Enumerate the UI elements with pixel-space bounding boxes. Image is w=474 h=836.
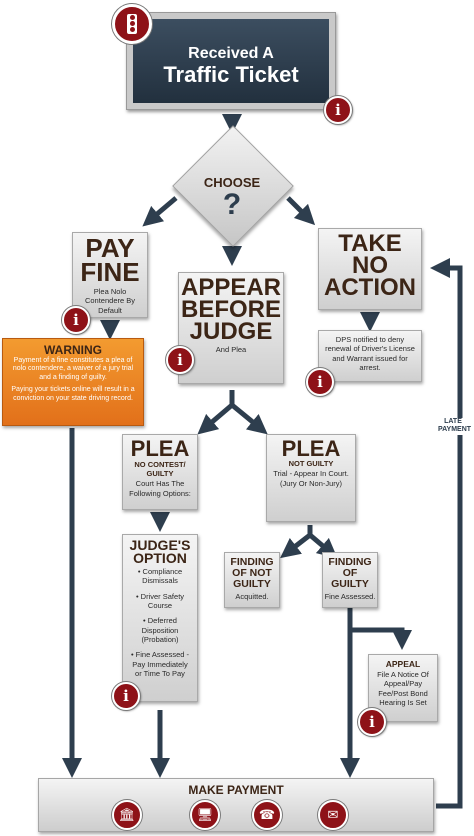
warning-title: WARNING	[44, 343, 102, 357]
appeal-desc: File A Notice Of Appeal/Pay Fee/Post Bon…	[377, 670, 429, 708]
mail-icon[interactable]: ✉	[318, 800, 348, 830]
appear-title-3: JUDGE	[189, 318, 273, 346]
plea-no-contest-box: PLEA NO CONTEST/ GUILTY Court Has The Fo…	[122, 434, 198, 510]
dps-box: DPS notified to deny renewal of Driver's…	[318, 330, 422, 382]
pay-fine-box: PAY FINE Plea Nolo Contendere By Default	[72, 232, 148, 318]
judges-option-item: • Driver Safety Course	[135, 591, 185, 610]
appeal-info-icon[interactable]: i	[358, 708, 386, 736]
guilty-finding-box: FINDING OF GUILTY Fine Assessed.	[322, 552, 378, 608]
noaction-title-1: TAKE	[338, 230, 402, 257]
traffic-light-icon	[112, 4, 152, 44]
guilty-finding-title: FINDING OF GUILTY	[328, 556, 372, 591]
appear-title-2: BEFORE	[180, 296, 281, 324]
judges-option-title-2: OPTION	[133, 549, 187, 566]
dps-info-icon[interactable]: i	[306, 368, 334, 396]
arrow-notguilty-split-right	[308, 533, 338, 559]
judges-option-item: • Fine Assessed - Pay Immediately or Tim…	[130, 650, 190, 679]
question-mark-icon: ?	[222, 188, 242, 221]
judges-option-title-1: JUDGE'S	[129, 537, 191, 553]
appear-desc: And Plea	[215, 345, 247, 355]
make-payment-bar: MAKE PAYMENT	[38, 778, 434, 832]
late-payment-label: LATE PAYMENT	[438, 418, 472, 435]
header-line2: Traffic Ticket	[163, 62, 299, 87]
plea-not-guilty-desc: Trial - Appear In Court. (Jury Or Non-Ju…	[273, 469, 349, 488]
appeal-title: APPEAL	[385, 659, 421, 669]
dps-text: DPS notified to deny renewal of Driver's…	[325, 335, 415, 373]
appear-title-1: APPEAR	[180, 274, 282, 301]
bank-icon[interactable]: 🏛	[112, 800, 142, 830]
header-box: Received A Traffic Ticket	[126, 12, 336, 110]
arrow-choose-noaction	[286, 196, 316, 226]
judges-option-item: • Deferred Disposition (Probation)	[141, 616, 179, 644]
make-payment-title: MAKE PAYMENT	[188, 783, 284, 797]
noaction-title-3: ACTION	[324, 274, 416, 302]
plea-no-contest-title: PLEA	[130, 436, 190, 461]
judges-option-info-icon[interactable]: i	[112, 682, 140, 710]
pay-fine-title-1: PAY	[85, 233, 135, 263]
appeal-box: APPEAL File A Notice Of Appeal/Pay Fee/P…	[368, 654, 438, 722]
warning-box: WARNING Payment of a fine constitutes a …	[2, 338, 144, 426]
pay-fine-desc: Plea Nolo Contendere By Default	[84, 286, 136, 315]
pay-fine-title-2: FINE	[80, 256, 140, 287]
plea-no-contest-subtitle: NO CONTEST/ GUILTY	[134, 460, 186, 479]
arrow-notguilty-split	[280, 525, 313, 559]
header-inner: Received A Traffic Ticket	[133, 19, 329, 103]
judges-option-box: JUDGE'S OPTION • Compliance Dismissals •…	[122, 534, 198, 702]
plea-not-guilty-title: PLEA	[281, 436, 341, 461]
not-guilty-finding-title: FINDING OF NOT GUILTY	[230, 556, 274, 591]
appear-box: APPEAR BEFORE JUDGE And Plea	[178, 272, 284, 384]
plea-no-contest-desc: Court Has The Following Options:	[129, 479, 191, 498]
pay-fine-info-icon[interactable]: i	[62, 306, 90, 334]
judges-option-item: • Compliance Dismissals	[137, 566, 183, 586]
arrow-appear-split	[197, 390, 235, 435]
take-no-action-box: TAKE NO ACTION	[318, 228, 422, 310]
header-line1: Received A	[188, 45, 274, 62]
appear-info-icon[interactable]: i	[166, 346, 194, 374]
noaction-title-2: NO	[352, 252, 388, 280]
plea-not-guilty-box: PLEA NOT GUILTY Trial - Appear In Court.…	[266, 434, 356, 522]
plea-not-guilty-subtitle: NOT GUILTY	[288, 459, 334, 469]
arrow-choose-payfine	[142, 196, 178, 227]
guilty-finding-desc: Fine Assessed.	[324, 592, 376, 602]
not-guilty-finding-box: FINDING OF NOT GUILTY Acquitted.	[224, 552, 280, 608]
phone-icon[interactable]: ☎	[252, 800, 282, 830]
choose-label: CHOOSE	[203, 175, 261, 190]
warning-para1: Payment of a fine constitutes a plea of …	[12, 357, 134, 381]
warning-para2: Paying your tickets online will result i…	[11, 386, 135, 402]
not-guilty-finding-desc: Acquitted.	[235, 592, 269, 602]
header-info-icon[interactable]: i	[324, 96, 352, 124]
arrow-late-payment	[430, 258, 463, 809]
arrow-guilty-appeal	[347, 608, 412, 650]
arrow-appear-split-right	[230, 403, 268, 435]
computer-icon[interactable]: 🖥	[190, 800, 220, 830]
